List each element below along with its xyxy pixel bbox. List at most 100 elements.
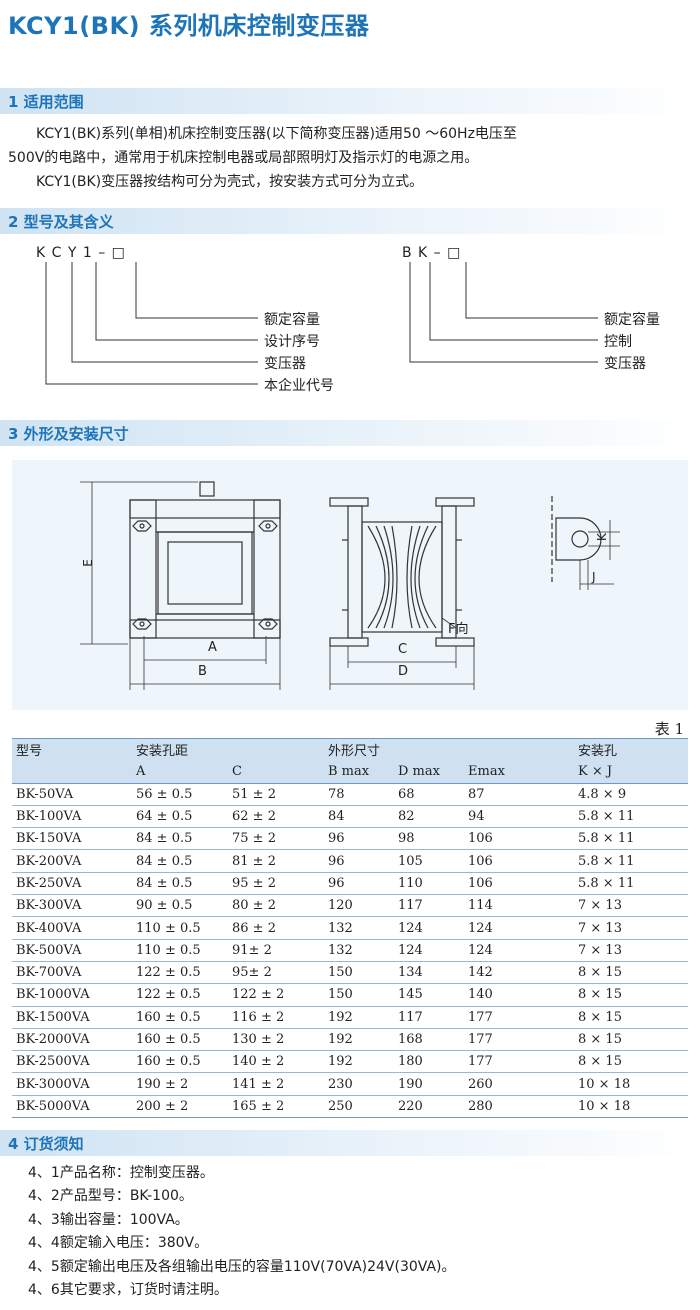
- dim-b-label: B: [198, 664, 207, 679]
- side-view: [329, 497, 475, 647]
- value-cell: 177: [464, 1050, 574, 1074]
- value-cell: 260: [464, 1072, 574, 1096]
- value-cell: 8 × 15: [574, 1006, 688, 1029]
- scope-paragraph: KCY1(BK)系列(单相)机床控制变压器(以下简称变压器)适用50 ～60Hz…: [8, 122, 692, 194]
- value-cell: 8 × 15: [574, 983, 688, 1007]
- value-cell: 4.8 × 9: [574, 783, 688, 806]
- header-cell: 安装孔: [574, 737, 688, 761]
- model-cell: BK-500VA: [12, 939, 132, 962]
- front-dimensions: [80, 481, 281, 690]
- kcy-label-transformer: 变压器: [264, 356, 306, 372]
- section-header-ordering: 4 订货须知: [0, 1130, 700, 1156]
- model-cell: BK-400VA: [12, 916, 132, 940]
- header-cell: A: [132, 760, 228, 784]
- value-cell: 96: [324, 827, 394, 851]
- value-cell: 110: [394, 872, 464, 896]
- header-cell: [464, 737, 574, 761]
- value-cell: 280: [464, 1095, 574, 1119]
- value-cell: 5.8 × 11: [574, 827, 688, 851]
- header-cell: 型号: [12, 737, 132, 761]
- header-cell: 外形尺寸: [324, 737, 394, 761]
- value-cell: 141 ± 2: [228, 1072, 324, 1096]
- value-cell: 124: [394, 939, 464, 962]
- bk-label-capacity: 额定容量: [604, 312, 660, 328]
- scope-line-2: 500V的电路中，通常用于机床控制电器或局部照明灯及指示灯的电源之用。: [8, 150, 479, 166]
- kcy-label-capacity: 额定容量: [264, 312, 320, 328]
- dimension-drawing: [80, 481, 620, 690]
- value-cell: 124: [464, 916, 574, 940]
- value-cell: 68: [394, 783, 464, 806]
- section-header-model: 2 型号及其含义: [0, 208, 700, 234]
- model-cell: BK-250VA: [12, 872, 132, 896]
- value-cell: 87: [464, 783, 574, 806]
- value-cell: 80 ± 2: [228, 894, 324, 918]
- value-cell: 192: [324, 1028, 394, 1052]
- value-cell: 96: [324, 849, 394, 873]
- value-cell: 145: [394, 983, 464, 1007]
- dim-e-label: E: [80, 559, 95, 567]
- order-note: 4、5额定输出电压及各组输出电压的容量110V(70VA)24V(30VA)。: [28, 1258, 456, 1275]
- dim-a-label: A: [208, 640, 217, 655]
- order-note: 4、1产品名称：控制变压器。: [28, 1165, 214, 1181]
- value-cell: 84 ± 0.5: [132, 872, 228, 896]
- side-dimensions: [329, 617, 475, 690]
- bk-label-control: 控制: [604, 334, 632, 350]
- ordering-notes: 4、1产品名称：控制变压器。 4、2产品型号：BK-100。 4、3输出容量：1…: [28, 1162, 456, 1302]
- value-cell: 177: [464, 1006, 574, 1029]
- value-cell: 168: [394, 1028, 464, 1052]
- header-cell: [228, 737, 324, 761]
- model-cell: BK-200VA: [12, 849, 132, 873]
- value-cell: 7 × 13: [574, 894, 688, 918]
- section-title: 3 外形及安装尺寸: [8, 425, 129, 443]
- value-cell: 122 ± 2: [228, 983, 324, 1007]
- model-cell: BK-700VA: [12, 961, 132, 985]
- kcy-label-company-code: 本企业代号: [264, 378, 334, 394]
- value-cell: 150: [324, 961, 394, 985]
- header-cell: B max: [324, 760, 394, 784]
- order-note: 4、3输出容量：100VA。: [28, 1211, 189, 1228]
- value-cell: 177: [464, 1028, 574, 1052]
- model-cell: BK-50VA: [12, 783, 132, 806]
- table-caption: 表 1: [654, 720, 684, 738]
- header-cell: [394, 737, 464, 761]
- value-cell: 134: [394, 961, 464, 985]
- value-cell: 190 ± 2: [132, 1072, 228, 1096]
- value-cell: 84 ± 0.5: [132, 849, 228, 873]
- model-cell: BK-1500VA: [12, 1006, 132, 1029]
- value-cell: 5.8 × 11: [574, 872, 688, 896]
- value-cell: 8 × 15: [574, 1050, 688, 1074]
- value-cell: 96: [324, 872, 394, 896]
- value-cell: 8 × 15: [574, 1028, 688, 1052]
- header-cell: 安装孔距: [132, 737, 228, 761]
- section-title: 1 适用范围: [8, 93, 84, 111]
- value-cell: 180: [394, 1050, 464, 1074]
- value-cell: 90 ± 0.5: [132, 894, 228, 918]
- value-cell: 200 ± 2: [132, 1095, 228, 1119]
- value-cell: 106: [464, 827, 574, 851]
- header-cell: C: [228, 760, 324, 784]
- bk-label-transformer: 变压器: [604, 356, 646, 372]
- section-title: 4 订货须知: [8, 1135, 84, 1153]
- value-cell: 105: [394, 849, 464, 873]
- value-cell: 7 × 13: [574, 916, 688, 940]
- value-cell: 95 ± 2: [228, 872, 324, 896]
- header-cell: K × J: [574, 760, 688, 784]
- value-cell: 192: [324, 1006, 394, 1029]
- value-cell: 84 ± 0.5: [132, 827, 228, 851]
- model-cell: BK-5000VA: [12, 1095, 132, 1119]
- dim-k-label: K: [594, 533, 609, 541]
- value-cell: 132: [324, 916, 394, 940]
- value-cell: 165 ± 2: [228, 1095, 324, 1119]
- value-cell: 7 × 13: [574, 939, 688, 962]
- model-cell: BK-150VA: [12, 827, 132, 851]
- dimension-drawing-panel: E A B C D F向 K J: [12, 460, 688, 710]
- value-cell: 8 × 15: [574, 961, 688, 985]
- model-cell: BK-300VA: [12, 894, 132, 918]
